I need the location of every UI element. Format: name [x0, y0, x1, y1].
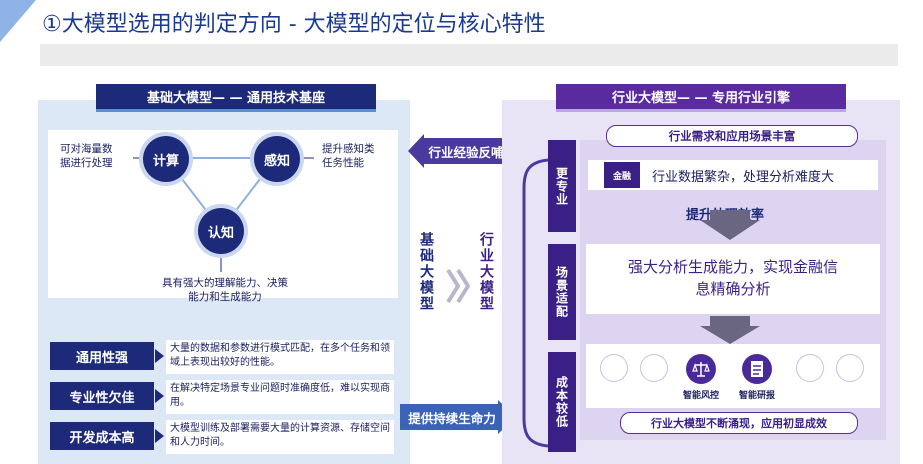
down-arrow-icon — [700, 210, 760, 240]
risk-control-icon — [686, 354, 716, 384]
placeholder-circle — [640, 354, 668, 382]
attr-general: 通用性强 — [50, 342, 154, 370]
title-underline-band — [40, 44, 898, 66]
placeholder-circle — [600, 354, 628, 382]
capability-triangle — [133, 157, 314, 272]
compute-note-line2: 据进行处理 — [60, 157, 113, 169]
chevrons-icon — [446, 268, 471, 304]
perceive-note-line1: 提升感知类 — [322, 143, 375, 155]
compute-note-line1: 可对海量数 — [60, 143, 113, 155]
tab-scene-fit: 场景适配 — [548, 244, 576, 340]
perceive-note: 提升感知类 任务性能 — [322, 142, 375, 170]
demand-pill: 行业需求和应用场景丰富 — [606, 125, 858, 147]
results-pill: 行业大模型不断涌现，应用初显成效 — [620, 412, 858, 434]
lifeforce-arrow-label: 提供持续生命力 — [408, 410, 496, 426]
placeholder-circle — [836, 354, 864, 382]
placeholder-circle — [796, 354, 824, 382]
result-card — [586, 244, 880, 314]
tab-more-professional: 更专业 — [548, 140, 576, 232]
industry-model-vertical: 行业大模型 — [478, 232, 494, 312]
corner-decoration — [0, 0, 36, 42]
app-risk-control: 智能风控 — [682, 391, 719, 401]
attr-cost: 开发成本高 — [50, 422, 154, 450]
feedback-arrow-shape — [408, 134, 514, 168]
compute-note: 可对海量数 据进行处理 — [60, 142, 113, 170]
apps-card — [586, 344, 880, 408]
down-arrow-icon — [700, 316, 760, 344]
right-header: 行业大模型— — 专用行业引擎 — [556, 84, 846, 112]
finance-badge: 金融 — [604, 162, 640, 188]
attr-professional-desc: 在解决特定场景专业问题时准确度低，难以实现商用。 — [166, 380, 394, 414]
result-line1: 强大分析生成能力，实现金融信 — [627, 258, 838, 276]
left-header: 基础大模型— — 通用技术基座 — [96, 84, 376, 112]
cognize-note-line2: 能力和生成能力 — [188, 291, 262, 303]
problem-text: 行业数据繁杂，处理分析难度大 — [652, 170, 835, 185]
attr-arrow-icon — [155, 429, 164, 443]
feedback-arrow-label: 行业经验反哺 — [428, 144, 504, 160]
base-model-vertical: 基础大模型 — [418, 232, 434, 312]
tab-bracket — [522, 158, 549, 448]
attr-arrow-icon — [155, 389, 164, 403]
perceive-note-line2: 任务性能 — [322, 157, 364, 169]
attr-arrow-icon — [155, 349, 164, 363]
page-title: ①大模型选用的判定方向 - 大模型的定位与核心特性 — [42, 12, 546, 37]
lifeforce-arrow-shape — [400, 400, 516, 434]
cognize-note: 具有强大的理解能力、决策 能力和生成能力 — [150, 276, 300, 304]
attr-cost-desc: 大模型训练及部署需要大量的计算资源、存储空间和人力时间。 — [166, 420, 394, 454]
cognize-note-line1: 具有强大的理解能力、决策 — [162, 277, 288, 289]
app-research-report: 智能研报 — [738, 391, 775, 401]
tab-lower-cost: 成本较低 — [548, 352, 576, 452]
research-report-icon — [742, 354, 772, 384]
result-line2: 息精确分析 — [695, 280, 771, 298]
cognize-circle: 认知 — [198, 208, 244, 254]
perceive-circle: 感知 — [254, 136, 300, 182]
result-text: 强大分析生成能力，实现金融信 息精确分析 — [600, 256, 866, 300]
attr-general-desc: 大量的数据和参数进行模式匹配，在多个任务和领域上表现出较好的性能。 — [166, 340, 394, 374]
compute-circle: 计算 — [143, 136, 189, 182]
attr-professional: 专业性欠佳 — [50, 382, 154, 410]
